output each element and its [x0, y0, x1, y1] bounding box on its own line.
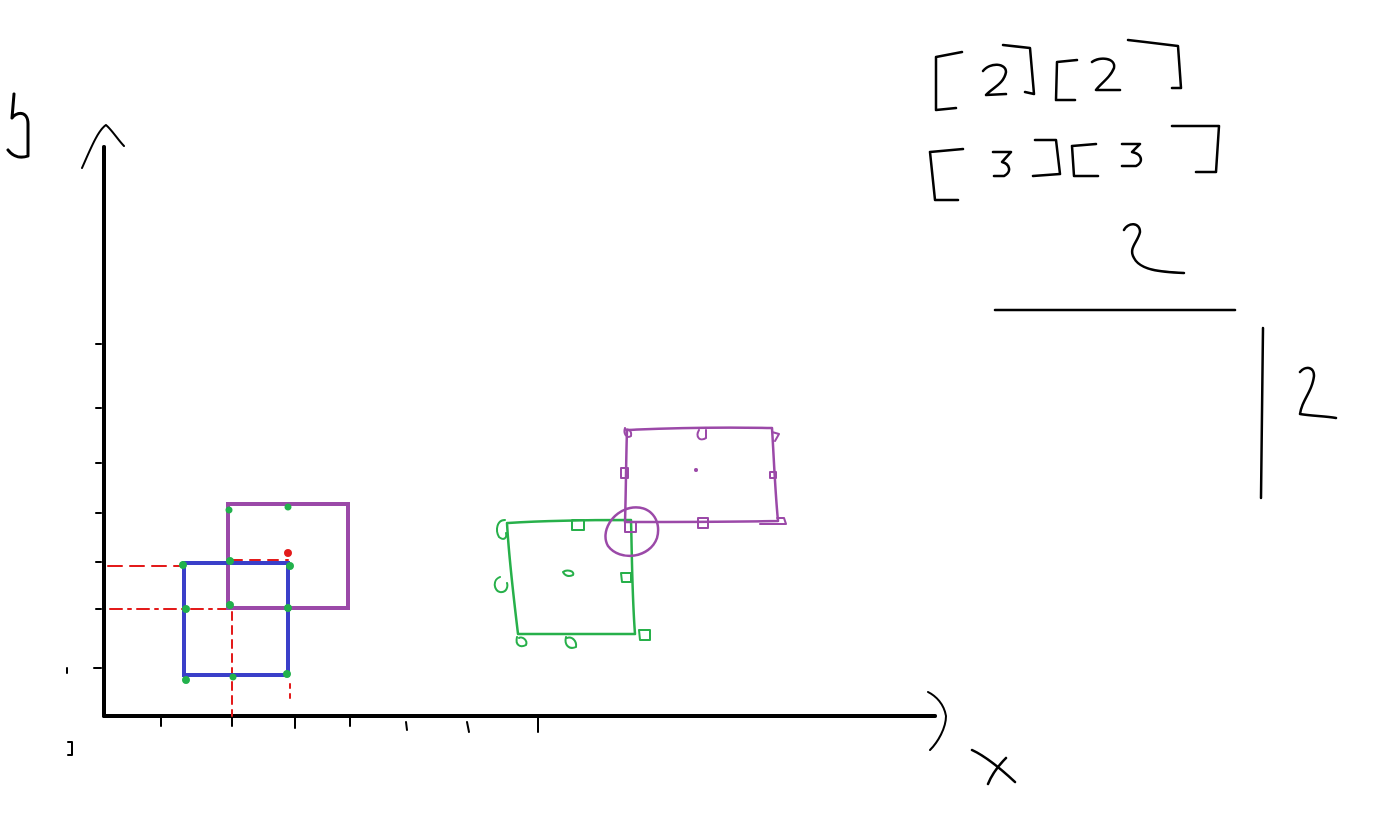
annotation-matrix-text: [2][2] [3][3] — [936, 239, 943, 241]
green-point — [182, 605, 190, 613]
green-points — [179, 503, 294, 684]
green-handle — [493, 576, 509, 594]
x-tick — [405, 721, 408, 731]
purple-handle — [759, 517, 787, 525]
green-point — [283, 670, 291, 678]
handwritten-annotations — [928, 38, 1338, 500]
green-point — [179, 561, 187, 569]
digit-3-glyph — [991, 150, 1013, 178]
red-guides — [107, 549, 292, 717]
y-axis-label-glyph — [6, 92, 30, 159]
purple-handle — [623, 427, 633, 438]
red-point — [284, 549, 292, 557]
green-point — [182, 676, 190, 684]
blue-square — [182, 561, 290, 677]
green-point — [286, 562, 294, 570]
digit-2-glyph — [981, 63, 1008, 97]
purple-highlight-circle — [604, 506, 660, 558]
green-square-group — [493, 518, 651, 649]
bracket-glyph — [934, 50, 964, 112]
x-tick — [466, 721, 470, 733]
y-axis-label-text: y — [16, 129, 17, 131]
green-square — [505, 518, 637, 636]
side-number-2-glyph — [1298, 366, 1338, 420]
green-handle — [496, 519, 508, 540]
bracket-glyph — [1054, 58, 1079, 102]
purple-handle — [696, 429, 707, 441]
x-axis-label-glyph — [970, 748, 1017, 786]
top-number-2-glyph — [1122, 223, 1186, 275]
green-point — [284, 604, 292, 612]
purple-handle — [620, 467, 629, 479]
x-axis-label-text: x — [990, 769, 991, 771]
green-handle — [571, 519, 585, 531]
green-point — [226, 557, 234, 565]
green-point — [226, 601, 234, 609]
green-point — [284, 503, 292, 511]
purple-rectangle-group — [604, 426, 787, 558]
annotation-top-number-text: 2 — [1140, 259, 1141, 261]
green-point — [225, 506, 233, 514]
green-handle — [564, 636, 578, 649]
vertical-rule — [1259, 326, 1265, 500]
axes — [6, 92, 1017, 786]
green-handle — [562, 569, 575, 577]
bracket-glyph — [928, 147, 965, 202]
x-axis-arrow-icon — [927, 691, 947, 751]
green-handle — [638, 629, 651, 641]
digit-3-glyph — [1120, 142, 1143, 168]
annotation-side-number-text: 2 — [1310, 399, 1311, 401]
purple-handle — [624, 521, 637, 533]
bracket-glyph — [1126, 38, 1183, 90]
green-handle — [620, 572, 632, 583]
purple-handle — [697, 517, 709, 529]
purple-handle — [769, 471, 777, 479]
purple-handle — [771, 431, 780, 442]
digit-2-glyph — [1090, 57, 1122, 92]
purple-center-point — [694, 468, 698, 472]
purple-rectangle — [623, 426, 780, 524]
green-handle — [515, 636, 528, 648]
bracket-glyph — [1070, 142, 1100, 178]
y-axis-arrow-icon — [81, 124, 125, 169]
bracket-glyph — [1031, 138, 1062, 178]
green-point — [229, 673, 237, 681]
origin-mark — [67, 741, 73, 756]
bracket-glyph — [1170, 124, 1221, 174]
bracket-glyph — [1001, 43, 1036, 96]
